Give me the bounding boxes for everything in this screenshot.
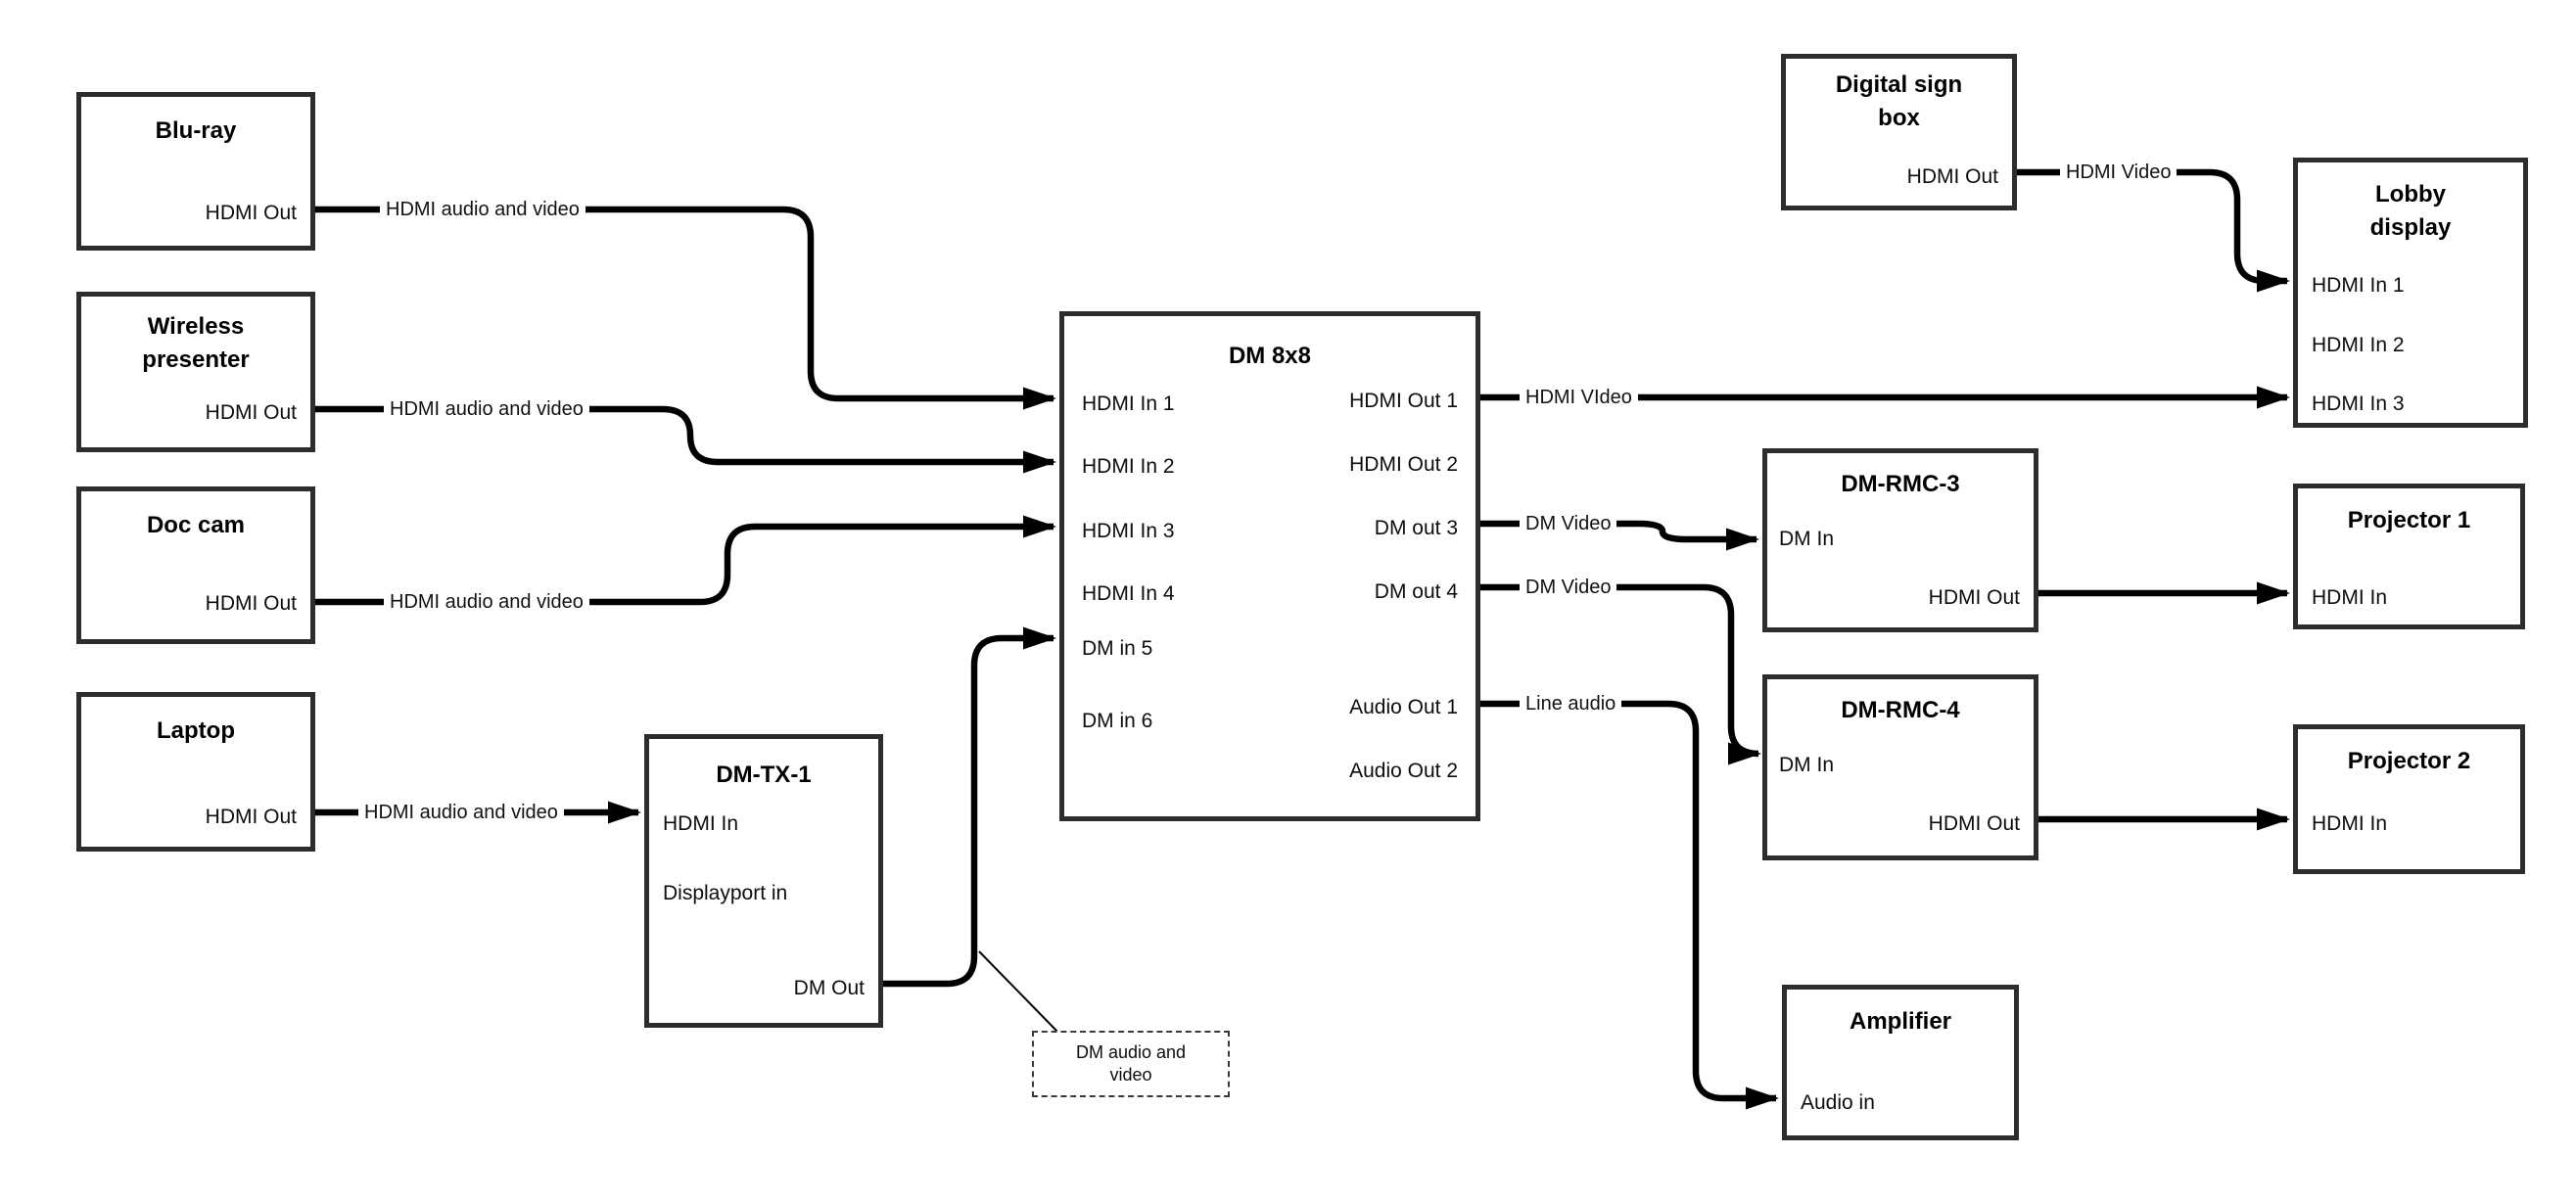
node-bluray: Blu-ray HDMI Out [76,92,315,251]
port-laptop-hdmi-out: HDMI Out [205,806,297,828]
port-dm8x8-dm-in-5: DM in 5 [1082,637,1153,660]
port-dm8x8-hdmi-in-4: HDMI In 4 [1082,582,1175,605]
node-lobby-display: Lobby display HDMI In 1 HDMI In 2 HDMI I… [2293,158,2528,428]
port-bluray-hdmi-out: HDMI Out [205,202,297,224]
edge-digitalsign-to-lobby-in1 [2017,168,2290,293]
edge-wireless-to-dm8x8-in2 [315,405,1056,474]
port-dm8x8-hdmi-in-1: HDMI In 1 [1082,393,1175,415]
node-title: Doc cam [146,512,246,538]
note-dm-audio-and-video: DM audio and video [1032,1031,1230,1097]
edge-dm8x8-audio1-to-amplifier [1480,700,1779,1110]
edge-label-hdmi-video-out1: HDMI VIdeo [1520,386,1638,409]
node-title: Digital sign box [1835,71,1963,131]
node-title: DM-TX-1 [716,762,812,788]
node-doc-cam: Doc cam HDMI Out [76,486,315,644]
edge-label-sign-hdmi-video: HDMI Video [2060,161,2178,184]
node-title: Laptop [157,717,235,744]
port-dmtx1-dm-out: DM Out [793,977,865,999]
node-title: DM-RMC-4 [1841,697,1960,723]
edge-label-laptop: HDMI audio and video [358,801,564,824]
node-title: DM-RMC-3 [1841,471,1960,497]
node-title: Amplifier [1849,1008,1951,1035]
edge-dmtx1-to-dm8x8-in5 [883,626,1056,988]
port-dm8x8-dm-out-3: DM out 3 [1374,517,1458,539]
node-title: Projector 2 [2347,748,2471,774]
port-dm8x8-hdmi-out-1: HDMI Out 1 [1349,390,1458,412]
port-dm8x8-hdmi-out-2: HDMI Out 2 [1349,453,1458,476]
node-dm-8x8: DM 8x8 HDMI In 1 HDMI In 2 HDMI In 3 HDM… [1059,311,1480,821]
port-dm8x8-audio-out-2: Audio Out 2 [1349,760,1458,782]
edge-label-wireless: HDMI audio and video [384,397,589,421]
port-dmrmc3-dm-in: DM In [1779,528,1835,550]
node-amplifier: Amplifier Audio in [1782,985,2019,1140]
port-proj2-hdmi-in: HDMI In [2312,812,2388,835]
port-dmtx1-hdmi-in: HDMI In [663,812,739,835]
node-wireless-presenter: Wireless presenter HDMI Out [76,292,315,452]
node-projector-1: Projector 1 HDMI In [2293,484,2525,629]
note-leader-line [978,950,1060,1035]
node-title: Lobby display [2369,181,2452,241]
node-digital-sign-box: Digital sign box HDMI Out [1781,54,2017,210]
edge-dm8x8-out3-to-dmrmc3 [1480,520,1759,551]
edge-label-dm-video-out3: DM Video [1520,512,1617,535]
node-title: Projector 1 [2347,507,2471,533]
edge-label-line-audio: Line audio [1520,692,1622,716]
port-digitalsign-hdmi-out: HDMI Out [1906,165,1998,188]
port-dm8x8-dm-in-6: DM in 6 [1082,710,1153,732]
port-wireless-hdmi-out: HDMI Out [205,401,297,424]
node-title: Blu-ray [155,117,237,144]
node-title: DM 8x8 [1228,343,1312,369]
port-dm8x8-hdmi-in-3: HDMI In 3 [1082,520,1175,542]
node-laptop: Laptop HDMI Out [76,692,315,852]
node-projector-2: Projector 2 HDMI In [2293,724,2525,874]
port-dm8x8-dm-out-4: DM out 4 [1374,580,1458,603]
edge-label-bluray: HDMI audio and video [380,198,585,221]
port-lobby-hdmi-in-3: HDMI In 3 [2312,393,2405,415]
port-dm8x8-hdmi-in-2: HDMI In 2 [1082,455,1175,478]
node-dm-rmc-3: DM-RMC-3 DM In HDMI Out [1762,448,2038,632]
edge-dm8x8-out4-to-dmrmc4 [1480,583,1761,765]
note-text: DM audio and video [1075,1042,1187,1085]
edge-label-dm-video-out4: DM Video [1520,576,1617,599]
port-dmrmc3-hdmi-out: HDMI Out [1928,586,2020,609]
port-dm8x8-audio-out-1: Audio Out 1 [1349,696,1458,718]
edge-bluray-to-dm8x8-in1 [315,206,1056,410]
port-amplifier-audio-in: Audio in [1801,1091,1875,1114]
edge-doccam-to-dm8x8-in3 [315,515,1056,606]
node-dm-rmc-4: DM-RMC-4 DM In HDMI Out [1762,674,2038,860]
port-lobby-hdmi-in-2: HDMI In 2 [2312,334,2405,356]
edge-label-doccam: HDMI audio and video [384,590,589,614]
node-dm-tx-1: DM-TX-1 HDMI In Displayport in DM Out [644,734,883,1028]
port-lobby-hdmi-in-1: HDMI In 1 [2312,274,2405,297]
node-title: Wireless presenter [142,313,250,373]
port-dmtx1-displayport-in: Displayport in [663,882,788,904]
port-dmrmc4-dm-in: DM In [1779,754,1835,776]
port-dmrmc4-hdmi-out: HDMI Out [1928,812,2020,835]
port-proj1-hdmi-in: HDMI In [2312,586,2388,609]
port-doccam-hdmi-out: HDMI Out [205,592,297,615]
